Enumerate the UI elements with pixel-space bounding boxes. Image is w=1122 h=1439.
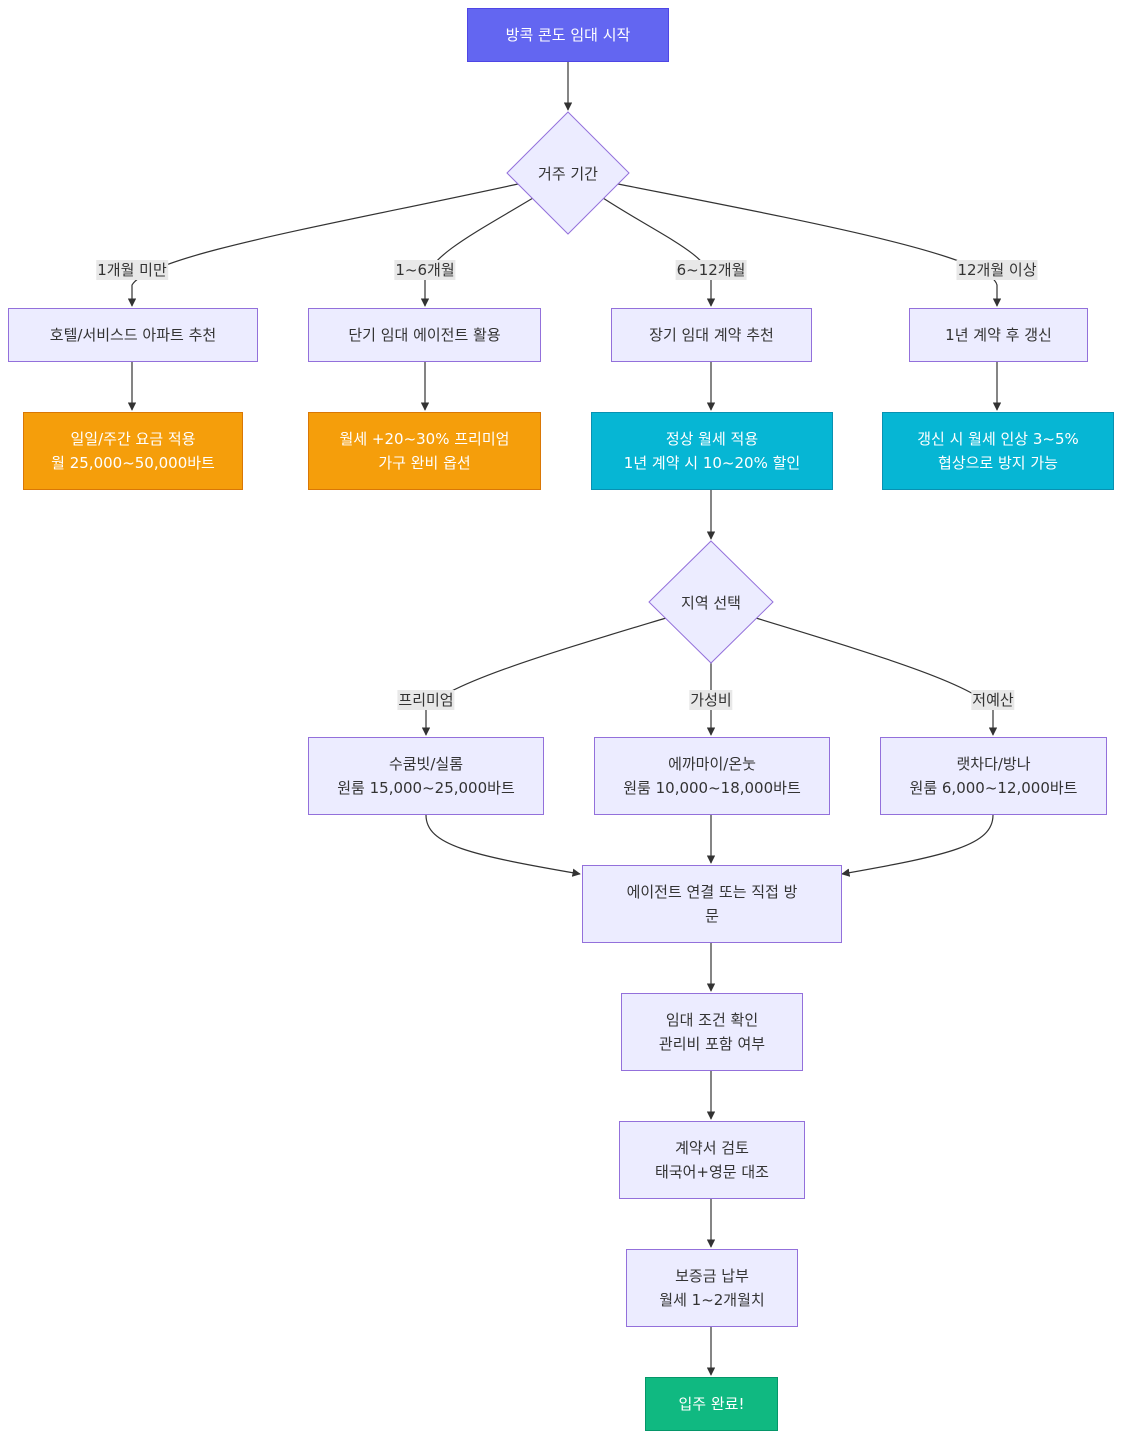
agent-visit-node: 에이전트 연결 또는 직접 방 문 [582, 865, 842, 943]
edge-duration-to-renew [617, 183, 1002, 307]
renew-node-label: 1년 계약 후 갱신 [945, 326, 1052, 344]
edge-label-one-to-six: 1~6개월 [394, 260, 456, 280]
agent-visit-node-label: 에이전트 연결 또는 직접 방 문 [626, 883, 798, 925]
start-node-label: 방콕 콘도 임대 시작 [505, 26, 631, 44]
edge-duration-to-long-contract [602, 197, 716, 307]
sukhumvit-node-label: 수쿰빗/실롬 원룸 15,000~25,000바트 [337, 755, 515, 797]
premium-rent-node-label: 월세 +20~30% 프리미엄 가구 완비 옵션 [339, 430, 510, 472]
edge-duration-to-hotel [127, 183, 519, 307]
ratchada-node-label: 랫차다/방나 원룸 6,000~12,000바트 [909, 755, 1078, 797]
edge-ratchada-to-agent [841, 814, 994, 877]
renew-rent-node-label: 갱신 시 월세 인상 3~5% 협상으로 방지 가능 [917, 430, 1079, 472]
edge-area-to-sukhumvit [421, 617, 667, 736]
check-terms-node: 임대 조건 확인 관리비 포함 여부 [621, 993, 803, 1071]
duration-decision-shape [506, 111, 630, 235]
edge-label-six-to-twelve: 6~12개월 [675, 260, 747, 280]
review-contract-node-label: 계약서 검토 태국어+영문 대조 [655, 1139, 769, 1181]
ekkamai-node-label: 에까마이/온눗 원룸 10,000~18,000바트 [623, 755, 801, 797]
edge-area-to-ratchada [755, 617, 998, 736]
move-in-node: 입주 완료! [645, 1377, 778, 1431]
premium-rent-node: 월세 +20~30% 프리미엄 가구 완비 옵션 [308, 412, 541, 490]
long-contract-node-label: 장기 임대 계약 추천 [649, 326, 774, 344]
daily-rate-node: 일일/주간 요금 적용 월 25,000~50,000바트 [23, 412, 243, 490]
renew-rent-node: 갱신 시 월세 인상 3~5% 협상으로 방지 가능 [882, 412, 1114, 490]
renew-node: 1년 계약 후 갱신 [909, 308, 1088, 362]
edge-label-value: 가성비 [689, 690, 733, 710]
short-agent-node-label: 단기 임대 에이전트 활용 [348, 326, 501, 344]
deposit-node-label: 보증금 납부 월세 1~2개월치 [659, 1267, 765, 1309]
edge-label-premium: 프리미엄 [397, 690, 455, 710]
move-in-node-label: 입주 완료! [678, 1395, 745, 1413]
review-contract-node: 계약서 검토 태국어+영문 대조 [619, 1121, 805, 1199]
deposit-node: 보증금 납부 월세 1~2개월치 [626, 1249, 798, 1327]
edge-sukhumvit-to-agent [425, 814, 581, 877]
edge-label-budget: 저예산 [971, 690, 1015, 710]
start-node: 방콕 콘도 임대 시작 [467, 8, 669, 62]
hotel-node: 호텔/서비스드 아파트 추천 [8, 308, 258, 362]
edge-label-over-twelve: 12개월 이상 [956, 260, 1038, 280]
short-agent-node: 단기 임대 에이전트 활용 [308, 308, 541, 362]
check-terms-node-label: 임대 조건 확인 관리비 포함 여부 [658, 1011, 766, 1053]
hotel-node-label: 호텔/서비스드 아파트 추천 [49, 326, 217, 344]
normal-rent-node: 정상 월세 적용 1년 계약 시 10~20% 할인 [591, 412, 833, 490]
daily-rate-node-label: 일일/주간 요금 적용 월 25,000~50,000바트 [51, 430, 215, 472]
normal-rent-node-label: 정상 월세 적용 1년 계약 시 10~20% 할인 [623, 430, 801, 472]
ekkamai-node: 에까마이/온눗 원룸 10,000~18,000바트 [594, 737, 830, 815]
edge-label-under-1-month: 1개월 미만 [96, 260, 168, 280]
ratchada-node: 랫차다/방나 원룸 6,000~12,000바트 [880, 737, 1107, 815]
area-decision-shape [648, 540, 774, 664]
sukhumvit-node: 수쿰빗/실롬 원룸 15,000~25,000바트 [308, 737, 544, 815]
edge-duration-to-short-agent [420, 197, 534, 307]
long-contract-node: 장기 임대 계약 추천 [611, 308, 812, 362]
